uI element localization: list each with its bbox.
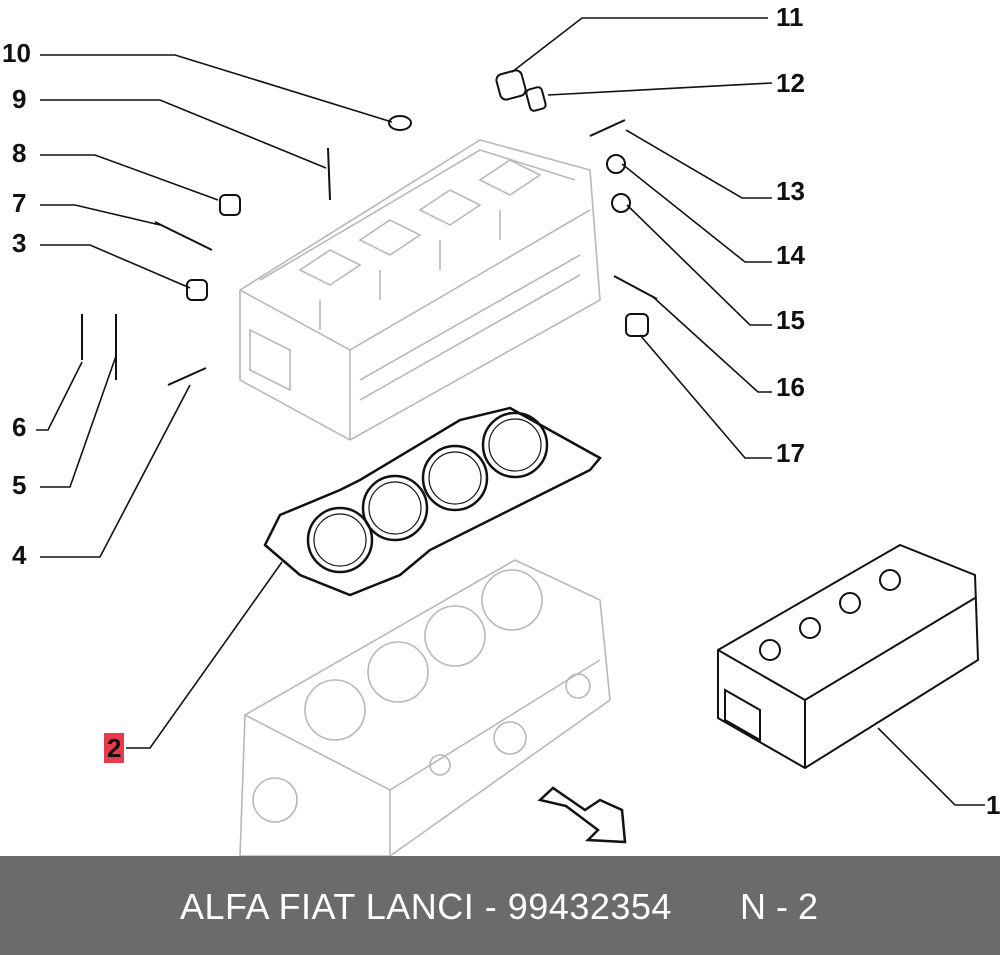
callout-16: 16 (776, 372, 805, 402)
leader-lines (36, 17, 985, 806)
callout-13: 13 (776, 176, 805, 206)
callout-2: 2 (104, 733, 125, 763)
cylinder-head-ghost-drawing (239, 139, 601, 441)
callout-15: 15 (776, 305, 805, 335)
callout-6: 6 (12, 412, 27, 442)
callout-1: 1 (986, 790, 1000, 820)
part-number-text: ALFA FIAT LANCI - 99432354 (180, 886, 672, 927)
callout-11: 11 (776, 2, 804, 32)
diagram-reference-text: N - 2 (740, 886, 819, 927)
callout-3: 3 (12, 228, 27, 258)
small-parts-drawing (81, 69, 658, 386)
callout-14: 14 (776, 240, 805, 270)
callout-9: 9 (12, 84, 27, 114)
callout-7: 7 (12, 188, 27, 218)
footer-bar: ALFA FIAT LANCI - 99432354 N - 2 (0, 856, 1000, 955)
callout-5: 5 (12, 470, 27, 500)
cylinder-head-assembly-drawing (717, 543, 980, 770)
exploded-parts-diagram (36, 17, 985, 856)
callout-12: 12 (776, 68, 805, 98)
direction-arrow (537, 786, 627, 844)
callout-17: 17 (776, 438, 805, 468)
head-gasket-drawing (263, 406, 602, 597)
callout-4: 4 (12, 540, 27, 570)
callout-8: 8 (12, 138, 27, 168)
engine-block-ghost-drawing (239, 559, 611, 856)
callout-10: 10 (2, 38, 31, 68)
